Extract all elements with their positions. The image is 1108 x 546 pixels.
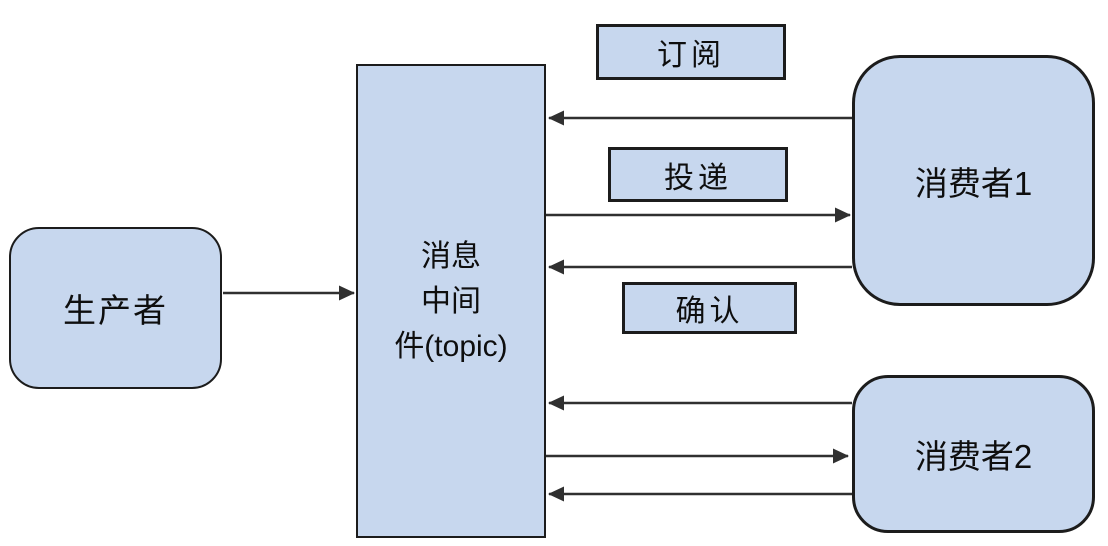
node-broker-label-line1: 消息 [421,239,481,273]
node-producer-label: 生产者 [63,292,168,329]
node-consumer2-label: 消费者2 [914,438,1033,475]
edge-label-deliver: 投递 [608,147,788,202]
node-producer: 生产者 [9,227,222,389]
node-consumer1-label: 消费者1 [914,164,1033,202]
edge-label-subscribe-text: 订阅 [657,39,725,72]
node-broker: 消息 中间 件(topic) [356,64,546,538]
node-consumer2: 消费者2 [852,375,1095,533]
edge-label-ack: 确认 [622,282,797,334]
edge-label-subscribe: 订阅 [596,24,786,80]
node-consumer1: 消费者1 [852,55,1095,306]
edge-label-deliver-text: 投递 [664,161,732,195]
node-broker-label-line2: 中间 [421,284,481,318]
edge-label-ack-text: 确认 [675,295,744,328]
node-broker-label-line3: 件(topic) [394,329,508,363]
